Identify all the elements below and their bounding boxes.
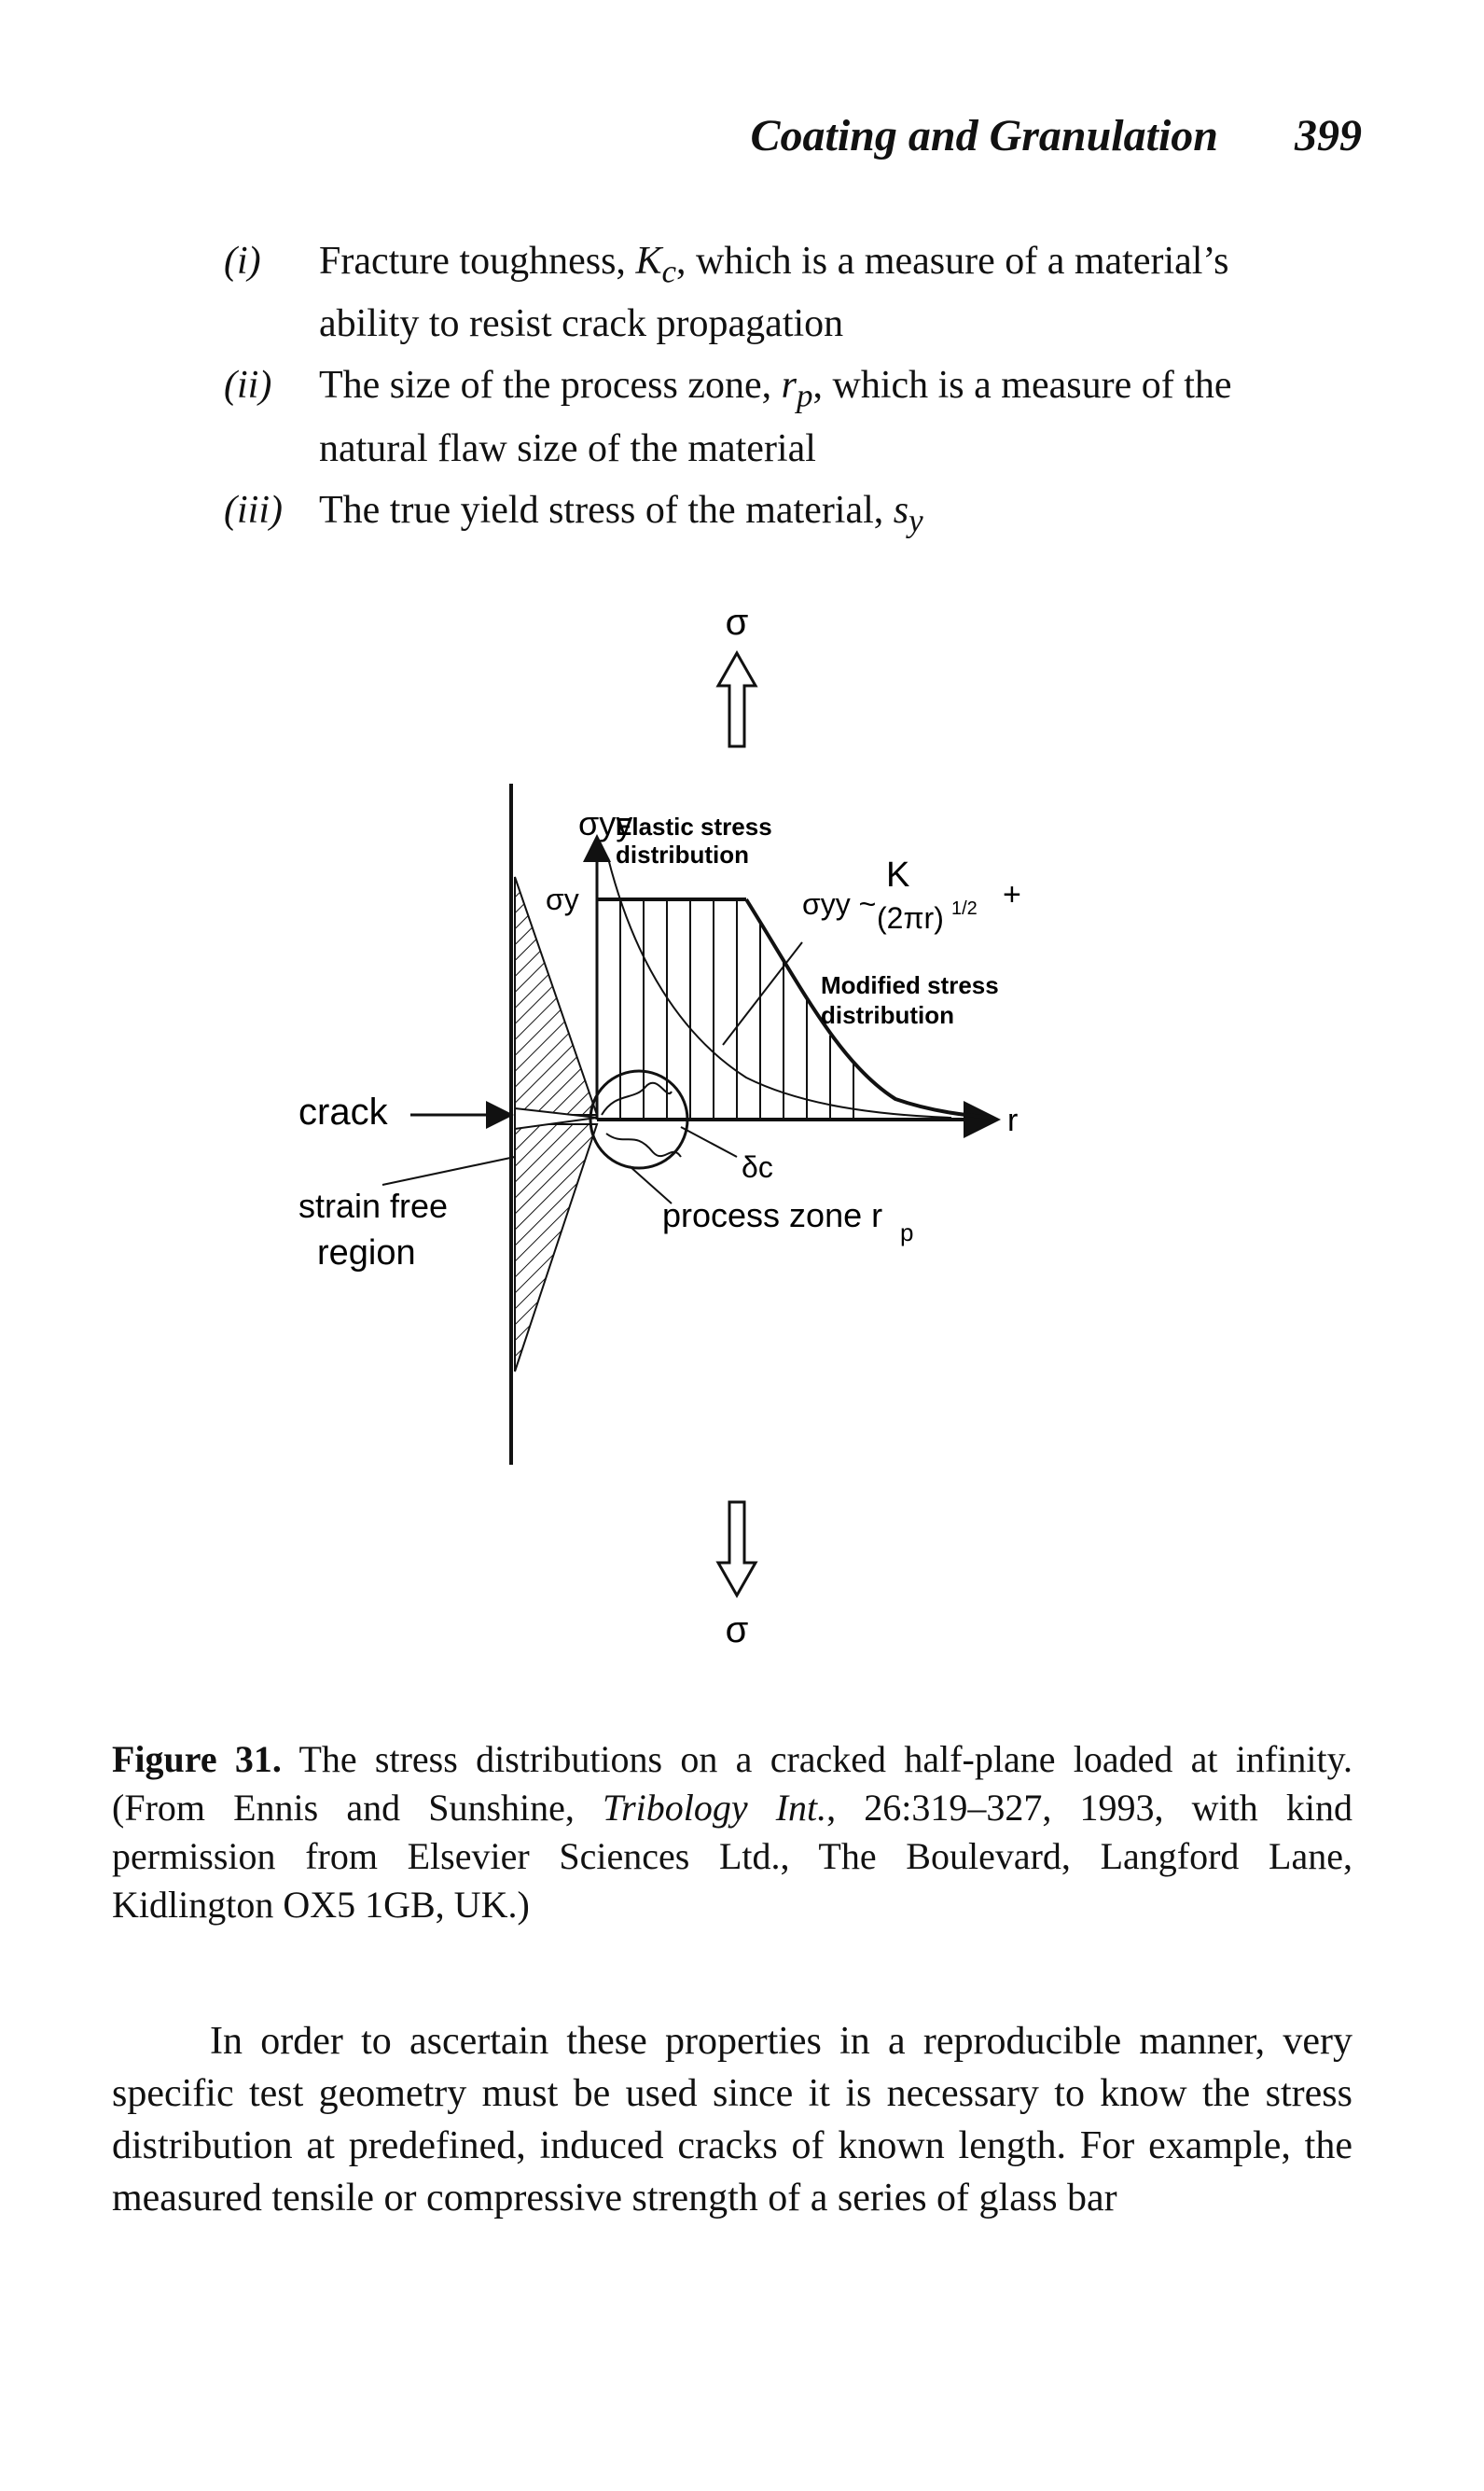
delta-c-label: δc: [742, 1150, 773, 1184]
paragraph-text: In order to ascertain these properties i…: [112, 2020, 1352, 2220]
stress-hatching: [619, 899, 854, 1120]
list-marker: (iii): [224, 488, 283, 532]
r-axis-label: r: [1007, 1103, 1018, 1138]
strain-free-label-line1: strain free: [298, 1187, 448, 1225]
crack-label: crack: [298, 1092, 389, 1133]
symbol: s: [893, 488, 909, 532]
symbol: r: [781, 364, 797, 408]
page-number: 399: [1295, 111, 1362, 160]
list-text: The size of the process zone,: [319, 364, 782, 408]
elastic-stress-curve: [607, 857, 952, 1119]
process-zone-label: process zone r: [662, 1196, 882, 1234]
running-title: Coating and Granulation: [750, 111, 1218, 160]
figure-caption: Figure 31. The stress distributions on a…: [112, 1735, 1352, 1929]
symbol: K: [635, 240, 662, 283]
formula-sigma-yy: σyy ~: [802, 887, 876, 921]
caption-text: The stress distributions on a cracked ha…: [112, 1738, 1352, 1829]
stress-diagram: σ: [298, 602, 1021, 1650]
fracture-path: [601, 1081, 673, 1116]
process-zone-subscript: p: [900, 1218, 913, 1246]
symbol-subscript: c: [661, 253, 676, 290]
sigma-y-label: σy: [546, 883, 579, 916]
sigma-top-label: σ: [726, 606, 749, 643]
modified-label-line1: Modified stress: [821, 971, 999, 999]
strain-free-label-line2: region: [317, 1233, 416, 1273]
crack-wedge: [514, 1106, 598, 1131]
list-text: The true yield stress of the material,: [319, 488, 894, 532]
sigma-yy-label: σyy: [578, 804, 632, 842]
load-arrow-up-icon: [715, 649, 758, 748]
formula-plus: +: [1003, 877, 1021, 912]
list-item: (i) Fracture toughness, Kc, which is a m…: [224, 235, 1297, 350]
list-text: , which is a measure of a material’s abi…: [319, 240, 1229, 346]
process-zone-circle: [589, 1069, 689, 1170]
caption-journal: Tribology Int.: [603, 1787, 827, 1829]
property-list: (i) Fracture toughness, Kc, which is a m…: [224, 235, 1297, 556]
page-header: Coating and Granulation 399: [0, 110, 1362, 161]
symbol-subscript: y: [908, 502, 923, 539]
symbol-subscript: p: [797, 377, 813, 414]
delta-leader: [680, 1126, 738, 1158]
strain-free-region-lower: [514, 1123, 599, 1372]
elastic-label-line1: Elastic stress: [616, 813, 772, 841]
list-marker: (i): [224, 240, 261, 283]
caption-text: , 26:319–327, 1993, with kind permission…: [112, 1787, 1352, 1926]
formula-denominator: (2πr): [877, 901, 944, 935]
load-arrow-down-icon: [715, 1500, 758, 1599]
formula-numerator: K: [886, 856, 909, 895]
caption-label: Figure 31.: [112, 1738, 282, 1780]
process-zone-leader: [629, 1165, 673, 1204]
list-item: (ii) The size of the process zone, rp, w…: [224, 359, 1297, 474]
body-paragraph: In order to ascertain these properties i…: [112, 2015, 1352, 2224]
list-text: , which is a measure of the natural flaw…: [319, 364, 1232, 470]
list-text: Fracture toughness,: [319, 240, 636, 283]
sigma-bottom-label: σ: [726, 1609, 749, 1650]
modified-label-line2: distribution: [821, 1001, 954, 1029]
elastic-label-line2: distribution: [616, 841, 749, 869]
list-marker: (ii): [224, 364, 272, 408]
strain-free-leader: [381, 1156, 516, 1186]
formula-leader: [722, 941, 803, 1046]
list-item: (iii) The true yield stress of the mater…: [224, 484, 1297, 547]
formula-exponent: 1/2: [951, 898, 978, 919]
figure-31: σ: [298, 602, 1119, 1679]
fracture-path: [605, 1133, 682, 1158]
